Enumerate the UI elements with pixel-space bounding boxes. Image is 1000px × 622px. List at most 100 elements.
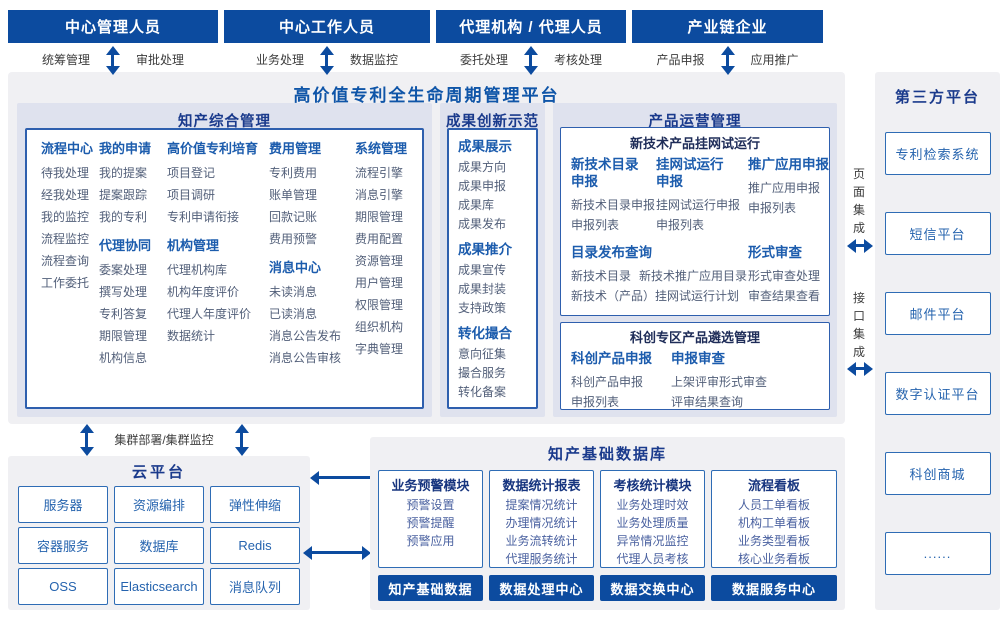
db-module: 考核统计模块业务处理时效业务处理质量异常情况监控代理人员考核 <box>600 470 705 568</box>
menu-item: 消息公告审核 <box>269 351 342 365</box>
menu-column: 费用管理专利费用账单管理回款记账费用预警消息中心未读消息已读消息消息公告发布消息… <box>269 139 355 407</box>
db-module-item: 代理人员考核 <box>616 552 689 566</box>
menu-item: 推广应用申报 <box>748 181 821 195</box>
menu-item: 撰写处理 <box>99 285 148 299</box>
actor-header: 中心工作人员 <box>224 10 430 43</box>
db-module-item: 核心业务看板 <box>737 552 810 566</box>
double-arrow-horizontal-icon <box>303 545 371 561</box>
menu-group: 申报审查上架评审形式审查评审结果查询 <box>671 350 818 412</box>
platform-title: 高价值专利全生命周期管理平台 <box>293 86 560 105</box>
menu-item: 待我处理 <box>41 166 90 180</box>
menu-item: 项目调研 <box>167 188 216 202</box>
third-party-system-box: 专利检索系统 <box>884 132 991 175</box>
db-module-item: 预警应用 <box>406 534 455 548</box>
arrow-line <box>855 367 865 370</box>
double-arrow-vertical-icon <box>234 424 250 456</box>
menu-item: 申报列表 <box>656 218 705 232</box>
actor-flow-row: 统筹管理审批处理 <box>8 51 218 68</box>
menu-item: 委案处理 <box>99 263 148 277</box>
actor-flow-row: 产品申报应用推广 <box>632 51 823 68</box>
menu-item: 提案跟踪 <box>99 188 148 202</box>
menu-item: 未读消息 <box>269 285 318 299</box>
menu-item: 代理人年度评价 <box>167 307 252 321</box>
menu-group-title: 目录发布查询 <box>571 245 652 260</box>
menu-group: 消息中心未读消息已读消息消息公告发布消息公告审核 <box>269 258 355 369</box>
third-party-system-box: 短信平台 <box>884 212 991 255</box>
menu-group: 推广应用申报推广应用申报申报列表 <box>748 156 829 235</box>
menu-group: 成果展示成果方向成果申报成果库成果发布 <box>458 137 536 234</box>
menu-item: 形式审查处理 <box>748 269 821 283</box>
menu-item: 资源管理 <box>355 254 404 268</box>
db-module-title: 数据统计报表 <box>502 478 581 493</box>
menu-item: 流程引擎 <box>355 166 404 180</box>
menu-item: 消息引擎 <box>355 188 404 202</box>
actor-flow-label: 业务处理 <box>255 53 304 67</box>
third-party-list: 专利检索系统短信平台邮件平台数字认证平台科创商城...... <box>875 132 1000 575</box>
menu-group-title: 高价值专利培育 <box>167 141 259 156</box>
menu-group-title: 机构管理 <box>167 238 220 253</box>
actor-flow-label: 数据监控 <box>350 53 399 67</box>
menu-item: 费用预警 <box>269 232 318 246</box>
api-integration-label: 接口集成 <box>852 291 865 359</box>
third-party-system-box: 科创商城 <box>884 452 991 495</box>
panel-title-ip: 知产综合管理 <box>178 114 271 130</box>
menu-item: 我的专利 <box>99 210 148 224</box>
menu-item: 申报列表 <box>571 218 620 232</box>
menu-item: 经我处理 <box>41 188 90 202</box>
menu-group: 形式审查形式审查处理审查结果查看 <box>748 244 821 306</box>
menu-item: 期限管理 <box>99 329 148 343</box>
menu-group: 目录发布查询新技术目录新技术推广应用目录新技术（产品）挂网试运行计划 <box>571 244 748 306</box>
menu-group: 高价值专利培育项目登记项目调研专利申请衔接 <box>167 139 269 228</box>
selection-box-title: 科创专区产品遴选管理 <box>629 330 760 345</box>
db-centers: 知产基础数据数据处理中心数据交换中心数据服务中心 <box>378 575 845 601</box>
arrow-line <box>855 244 865 247</box>
menu-item: 回款记账 <box>269 210 318 224</box>
db-module-title: 流程看板 <box>747 478 800 493</box>
panel-title-achievement: 成果创新示范 <box>446 114 539 130</box>
actor-block: 中心工作人员业务处理 数据监控 <box>224 10 430 75</box>
achievement-menu-box: 成果展示成果方向成果申报成果库成果发布成果推介成果宣传成果封装支持政策转化撮合意… <box>447 128 538 409</box>
trial-box: 新技术产品挂网试运行 新技术目录 申报新技术目录申报申报列表挂网试运行 申报挂网… <box>560 127 830 316</box>
db-center-button: 数据处理中心 <box>489 575 594 601</box>
menu-group-title: 消息中心 <box>269 260 322 275</box>
db-module-title: 考核统计模块 <box>613 478 692 493</box>
trial-box-title: 新技术产品挂网试运行 <box>629 136 760 151</box>
panel-ip-management: 知产综合管理 流程中心待我处理经我处理我的监控流程监控流程查询工作委托我的申请我… <box>17 103 432 417</box>
db-center-button: 数据交换中心 <box>600 575 705 601</box>
menu-group-title: 挂网试运行 申报 <box>656 157 724 189</box>
menu-group-title: 费用管理 <box>269 141 322 156</box>
db-module-item: 业务类型看板 <box>737 534 810 548</box>
arrow-line <box>318 476 372 479</box>
selection-groups: 科创产品申报科创产品申报申报列表申报审查上架评审形式审查评审结果查询 <box>571 350 819 412</box>
double-arrow-horizontal-icon <box>847 238 873 254</box>
double-arrow-vertical-icon <box>79 424 95 456</box>
menu-item: 我的提案 <box>99 166 148 180</box>
menu-item: 组织机构 <box>355 320 404 334</box>
menu-item: 上架评审形式审查 <box>671 375 768 389</box>
menu-item: 评审结果查询 <box>671 395 744 409</box>
menu-group-title: 申报审查 <box>671 351 725 366</box>
menu-item: 申报列表 <box>571 395 620 409</box>
menu-group: 成果推介成果宣传成果封装支持政策 <box>458 240 536 318</box>
menu-item: 数据统计 <box>167 329 216 343</box>
panel-product-operation: 产品运营管理 新技术产品挂网试运行 新技术目录 申报新技术目录申报申报列表挂网试… <box>553 103 837 417</box>
actors-row: 中心管理人员统筹管理审批处理中心工作人员业务处理数据监控代理机构 / 代理人员委… <box>8 10 823 75</box>
db-center-button: 知产基础数据 <box>378 575 483 601</box>
menu-item: 已读消息 <box>269 307 318 321</box>
menu-item: 撮合服务 <box>458 366 507 380</box>
actor-flow-label: 审批处理 <box>136 53 185 67</box>
db-module-item: 办理情况统计 <box>505 516 578 530</box>
menu-item: 新技术目录申报 <box>571 198 656 212</box>
menu-item: 项目登记 <box>167 166 216 180</box>
arrow-line <box>725 54 729 67</box>
actor-flow-label: 委托处理 <box>459 53 508 67</box>
menu-item: 新技术目录 <box>571 269 632 283</box>
menu-item: 新技术（产品）挂网试运行计划 <box>571 289 740 303</box>
db-module-item: 业务处理时效 <box>616 498 689 512</box>
menu-item: 专利费用 <box>269 166 318 180</box>
cloud-service-box: 数据库 <box>114 527 204 564</box>
menu-group: 转化撮合意向征集撮合服务转化备案 <box>458 324 536 402</box>
menu-item: 流程监控 <box>41 232 90 246</box>
